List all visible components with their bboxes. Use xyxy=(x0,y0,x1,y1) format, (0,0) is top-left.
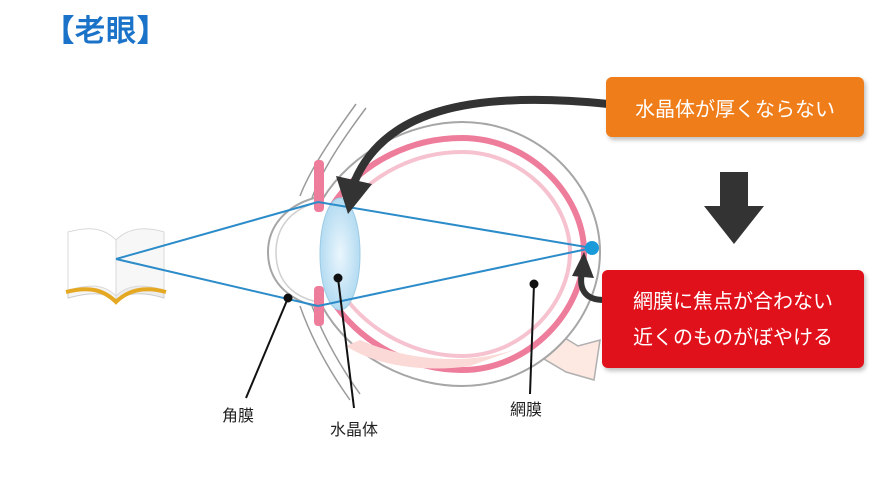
leader-lines xyxy=(245,273,539,409)
label-retina: 網膜 xyxy=(510,400,543,419)
down-arrow-icon xyxy=(704,172,764,244)
lens xyxy=(319,197,361,311)
eyeball xyxy=(266,120,602,388)
curved-arrow-to-lens xyxy=(348,95,612,192)
book-icon xyxy=(65,228,167,305)
callout-bottom-line1: 網膜に焦点が合わない xyxy=(633,289,833,313)
label-lens: 水晶体 xyxy=(330,420,379,439)
callout-top-text: 水晶体が厚くならない xyxy=(635,96,835,121)
focus-point xyxy=(585,241,599,255)
label-cornea: 角膜 xyxy=(222,406,255,425)
callout-bottom-line2: 近くのものがぼやける xyxy=(633,325,833,349)
callout-lens-not-thickening: 水晶体が厚くならない xyxy=(606,77,864,137)
callout-blur: 網膜に焦点が合わない 近くのものがぼやける xyxy=(602,270,864,368)
small-arrow-head xyxy=(572,252,594,278)
curved-arrow-head xyxy=(336,176,372,214)
page-title: 【老眼】 xyxy=(44,14,168,49)
